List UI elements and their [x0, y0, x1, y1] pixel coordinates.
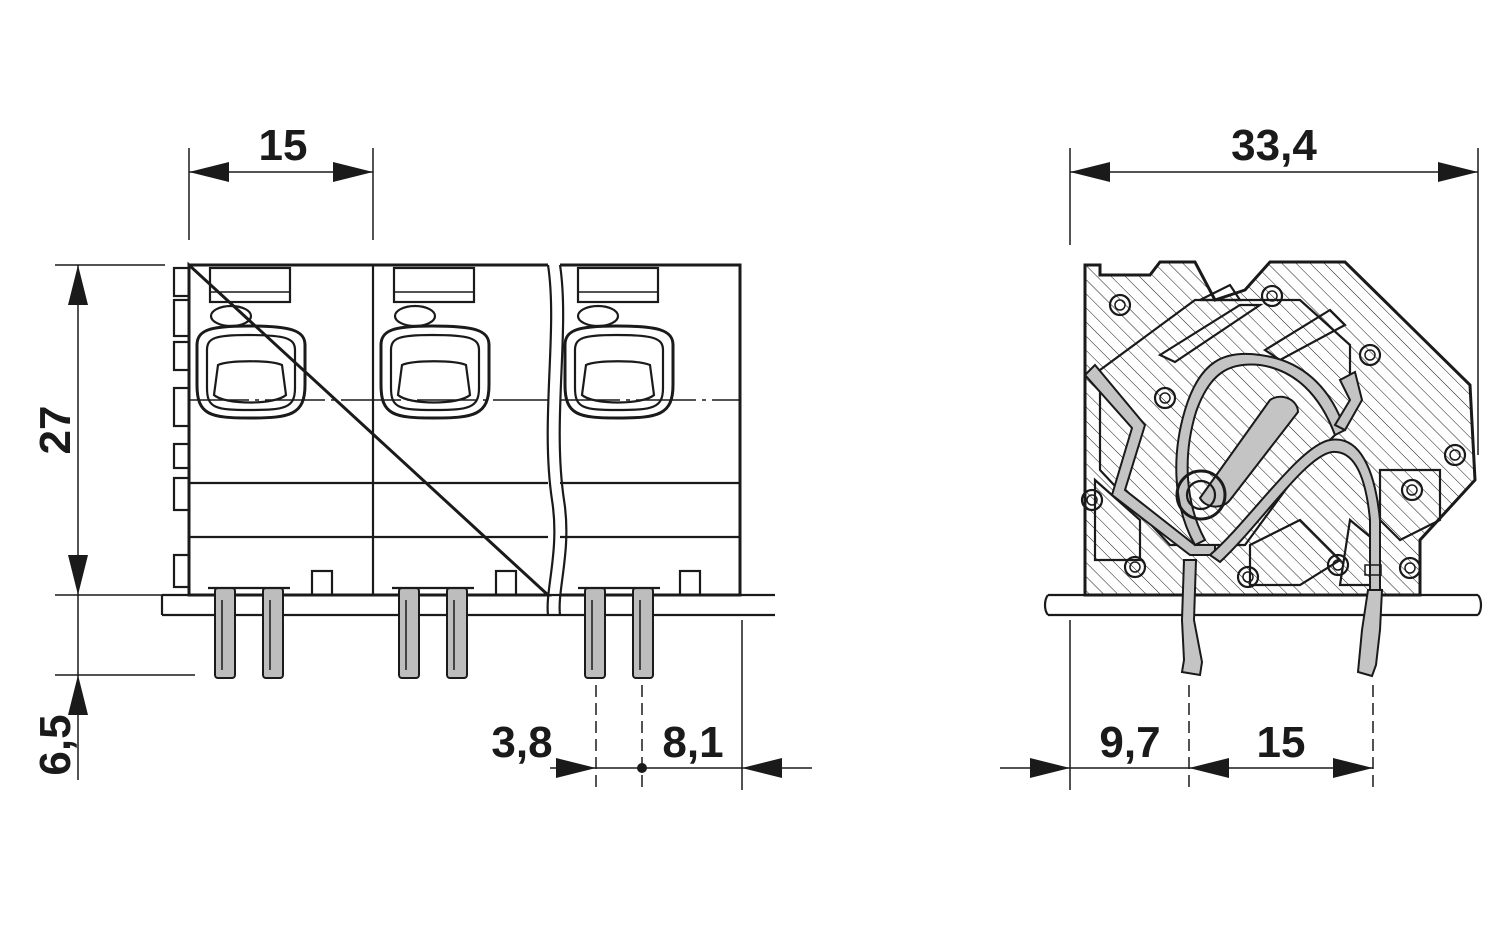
pin-offset-value: 3,8 — [491, 718, 552, 767]
side-pcb-board — [1043, 593, 1483, 617]
side-spring-contacts — [1083, 352, 1384, 678]
pole-2 — [379, 266, 518, 679]
pole-3 — [563, 266, 702, 679]
side-rivets — [1080, 284, 1467, 589]
depth-value: 33,4 — [1231, 121, 1317, 170]
release-opening — [195, 324, 307, 420]
left-side-latches — [172, 266, 191, 589]
dimension-pin-length: 6,5 — [31, 595, 195, 780]
front-view: 15 27 6,5 3,8 8,1 — [31, 121, 812, 790]
release-opening — [563, 324, 675, 420]
pcb-board — [160, 593, 775, 617]
dimension-pin-offsets: 3,8 8,1 — [491, 620, 812, 790]
dimension-height: 27 — [31, 264, 165, 596]
pin-from-edge-value: 9,7 — [1099, 718, 1160, 767]
pin-spacing-value: 15 — [1257, 718, 1306, 767]
release-opening — [379, 324, 491, 420]
pole-1 — [195, 266, 334, 679]
pitch-value: 15 — [259, 121, 308, 170]
side-view: 33,4 9,7 15 — [1000, 121, 1483, 790]
pin-length-value: 6,5 — [31, 714, 80, 775]
dimension-pitch: 15 — [188, 121, 374, 240]
dimension-side-pins: 9,7 15 — [1000, 620, 1374, 790]
front-housing — [187, 261, 742, 616]
dimension-depth: 33,4 — [1069, 121, 1479, 455]
height-value: 27 — [31, 406, 80, 455]
edge-offset-value: 8,1 — [662, 718, 723, 767]
